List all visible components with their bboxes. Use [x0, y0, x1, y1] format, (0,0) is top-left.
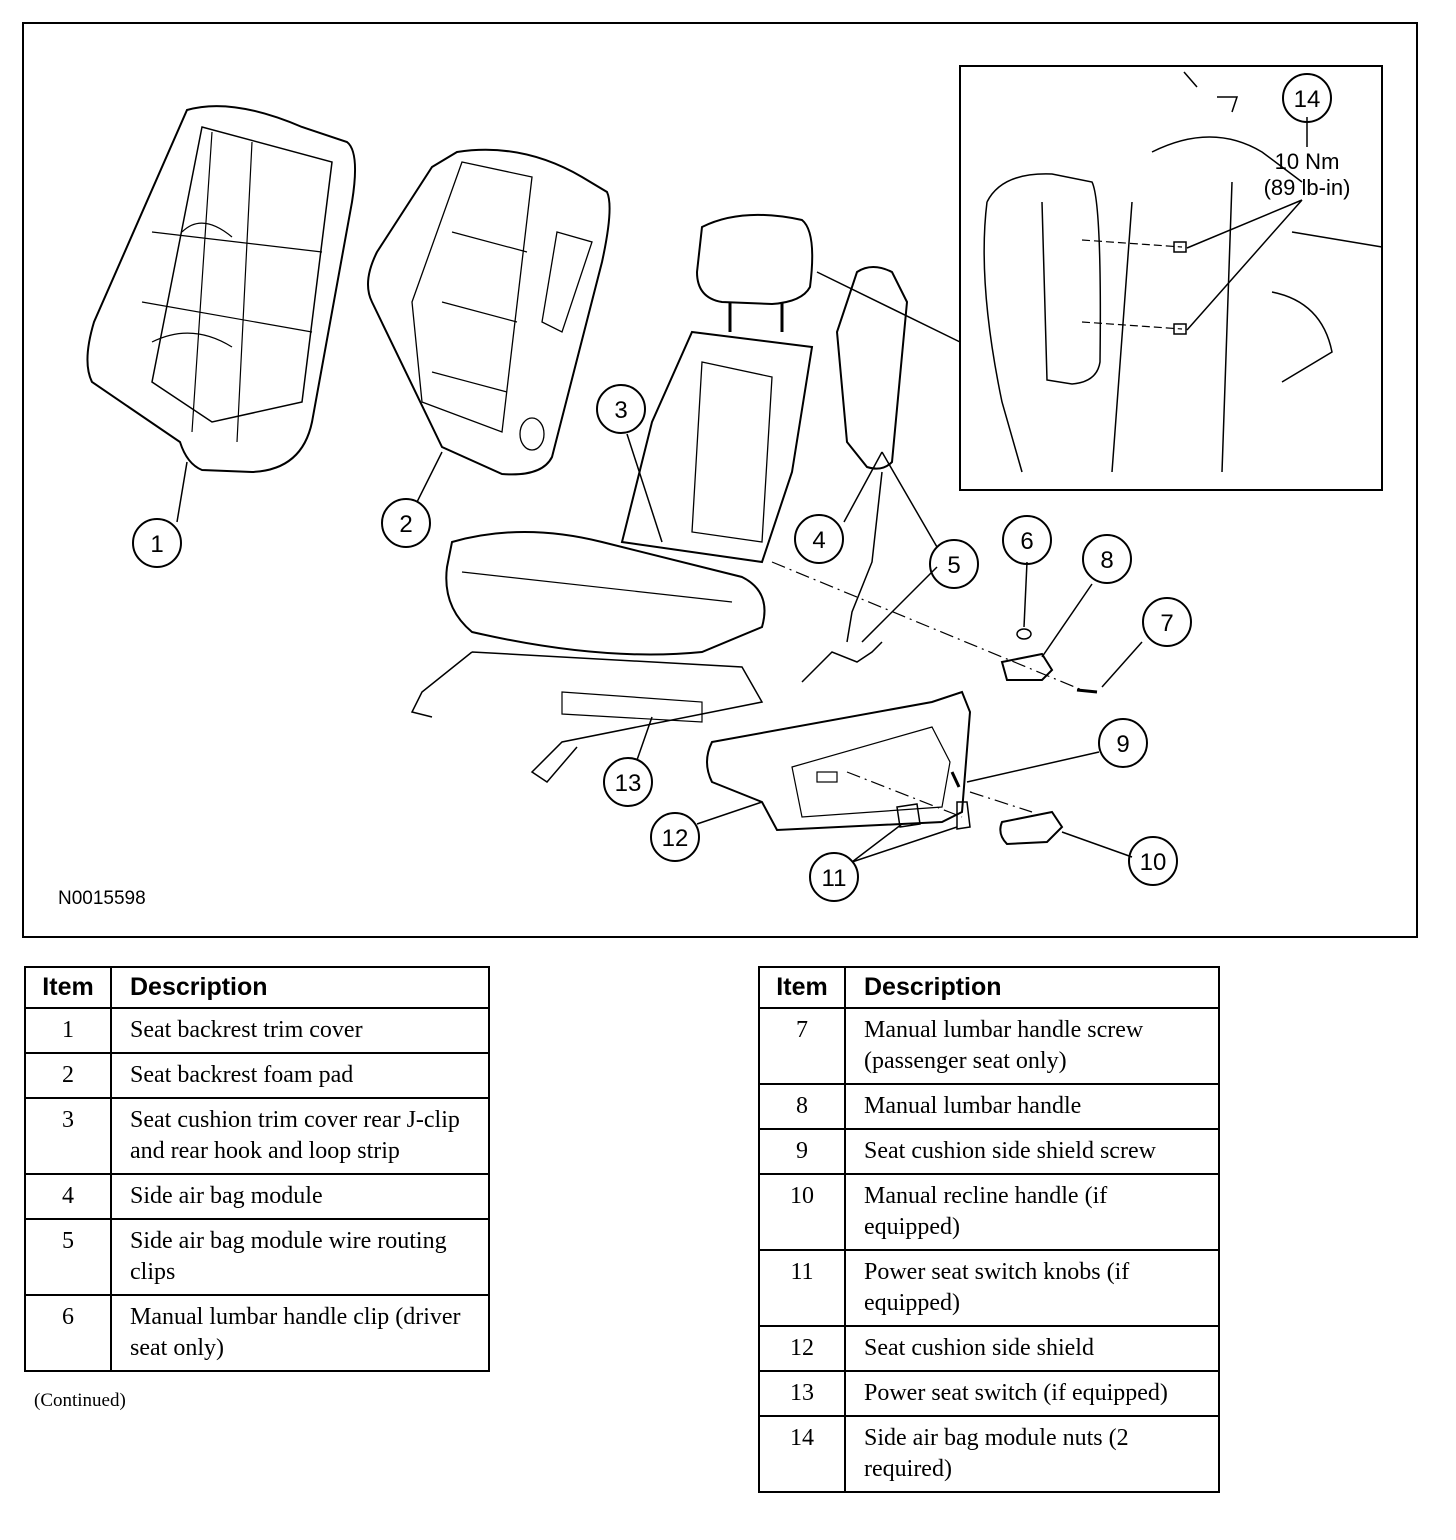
item-description: Side air bag module wire routing clips — [110, 1218, 490, 1296]
callout-label: 7 — [1160, 610, 1173, 637]
callout-label: 10 — [1140, 849, 1167, 876]
table-header-row: Item Description — [758, 966, 1220, 1009]
callout-label: 13 — [615, 770, 642, 797]
item-number: 12 — [758, 1325, 846, 1372]
item-description: Seat cushion side shield screw — [844, 1128, 1220, 1175]
callout-label: 6 — [1020, 528, 1033, 555]
torque-spec-imperial: (89 lb-in) — [1264, 175, 1351, 200]
item-number: 6 — [24, 1294, 112, 1372]
column-header-item: Item — [24, 966, 112, 1009]
column-header-description: Description — [844, 966, 1220, 1009]
seat-exploded-diagram: 1 2 3 4 5 6 7 8 9 10 11 12 13 14 10 Nm (… — [86, 65, 1383, 902]
column-header-description: Description — [110, 966, 490, 1009]
callout-label: 8 — [1100, 547, 1113, 574]
callout-circles — [132, 73, 1332, 902]
item-number: 1 — [24, 1007, 112, 1054]
torque-spec-metric: 10 Nm — [1275, 149, 1340, 174]
callout-label: 1 — [150, 531, 163, 558]
inset-detail — [959, 65, 1383, 491]
item-number: 10 — [758, 1173, 846, 1251]
callout-label: 11 — [822, 865, 847, 892]
backrest-trim-cover-drawing — [86, 105, 356, 474]
item-description: Seat backrest foam pad — [110, 1052, 490, 1099]
callout-label: 3 — [614, 397, 627, 424]
item-description: Seat backrest trim cover — [110, 1007, 490, 1054]
item-description: Seat cushion side shield — [844, 1325, 1220, 1372]
side-shield-drawing — [706, 690, 972, 832]
item-number: 14 — [758, 1415, 846, 1493]
item-number: 13 — [758, 1370, 846, 1417]
callout-label: 5 — [947, 552, 960, 579]
item-description: Seat cushion trim cover rear J-clip and … — [110, 1097, 490, 1175]
item-number: 9 — [758, 1128, 846, 1175]
column-header-item: Item — [758, 966, 846, 1009]
item-number: 2 — [24, 1052, 112, 1099]
callout-label: 9 — [1116, 731, 1129, 758]
item-number: 8 — [758, 1083, 846, 1130]
continued-note: (Continued) — [34, 1390, 126, 1411]
figure-id: N0015598 — [58, 888, 146, 909]
callout-labels: 1 2 3 4 5 6 7 8 9 10 11 12 13 14 10 Nm (… — [150, 86, 1350, 892]
callout-label: 4 — [812, 527, 825, 554]
callout-label: 12 — [662, 825, 689, 852]
callout-label: 14 — [1294, 86, 1321, 113]
side-air-bag-drawing — [801, 266, 909, 683]
item-description: Power seat switch knobs (if equipped) — [844, 1249, 1220, 1327]
item-number: 7 — [758, 1007, 846, 1085]
item-number: 5 — [24, 1218, 112, 1296]
item-number: 11 — [758, 1249, 846, 1327]
callout-label: 2 — [399, 511, 412, 538]
item-description: Side air bag module nuts (2 required) — [844, 1415, 1220, 1493]
item-description: Power seat switch (if equipped) — [844, 1370, 1220, 1417]
figure-frame: 1 2 3 4 5 6 7 8 9 10 11 12 13 14 10 Nm (… — [22, 22, 1418, 938]
item-description: Manual lumbar handle clip (driver seat o… — [110, 1294, 490, 1372]
small-parts-drawing — [896, 628, 1098, 846]
callout-leaders — [176, 433, 1143, 863]
item-number: 4 — [24, 1173, 112, 1220]
table-header-row: Item Description — [24, 966, 490, 1009]
item-description: Manual recline handle (if equipped) — [844, 1173, 1220, 1251]
backrest-foam-pad-drawing — [367, 148, 611, 476]
item-description: Manual lumbar handle — [844, 1083, 1220, 1130]
item-number: 3 — [24, 1097, 112, 1175]
item-description: Manual lumbar handle screw (passenger se… — [844, 1007, 1220, 1085]
item-description: Side air bag module — [110, 1173, 490, 1220]
seat-assembly-drawing — [410, 213, 814, 783]
